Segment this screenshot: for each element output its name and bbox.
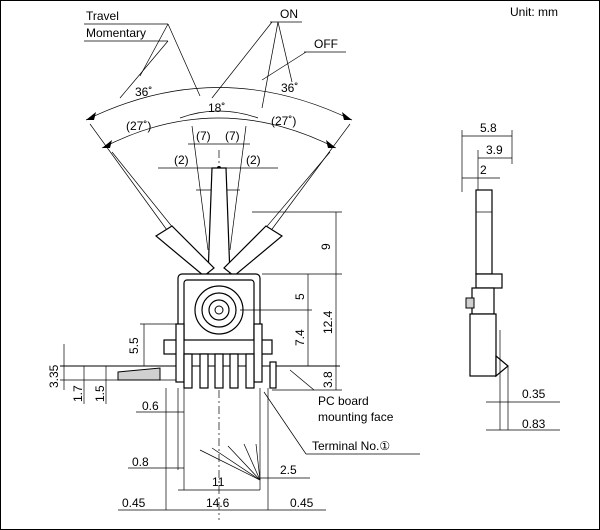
pc-board-stub	[117, 367, 161, 381]
dim-0-8: 0.8	[132, 455, 149, 469]
dim-11: 11	[212, 475, 225, 489]
angle-27-right: (27˚)	[271, 114, 296, 128]
housing-leg-right	[253, 323, 263, 383]
travel-label: Travel	[86, 9, 119, 23]
dim-7-4: 7.4	[293, 329, 307, 346]
on-leader-2	[261, 21, 279, 109]
rotor-hub	[214, 305, 224, 315]
dim-5-5: 5.5	[127, 337, 141, 354]
fan-leader	[227, 445, 261, 481]
arc-27-inner	[101, 117, 337, 149]
dim-3-8: 3.8	[321, 371, 335, 388]
momentary-label: Momentary	[86, 26, 146, 40]
arrowhead	[342, 112, 352, 120]
terminal	[245, 353, 255, 389]
travel-leader	[139, 23, 169, 77]
dim-0-45-left: 0.45	[122, 496, 146, 510]
ext-line-right-18	[229, 125, 247, 251]
terminal	[199, 353, 209, 389]
ext-line-left-36	[89, 123, 181, 249]
side-body-lower	[469, 313, 497, 377]
dim-9: 9	[319, 243, 333, 250]
terminal	[183, 353, 193, 389]
pc-board-label-2: mounting face	[318, 410, 394, 424]
dim-3-9: 3.9	[486, 143, 503, 157]
lever-left	[154, 225, 215, 277]
arc-18-center	[179, 110, 259, 119]
side-cap	[475, 273, 503, 289]
fan-leader	[211, 447, 261, 481]
fan-leader	[199, 449, 261, 481]
terminal-side	[269, 361, 277, 389]
dim-0-6: 0.6	[142, 399, 159, 413]
side-pin	[495, 354, 509, 378]
side-tab	[465, 297, 475, 309]
dim-7-right: (7)	[225, 129, 240, 143]
terminal	[229, 353, 239, 389]
dim-5: 5	[293, 293, 307, 300]
fan-leader	[243, 443, 261, 481]
pc-board-label-1: PC board	[318, 394, 369, 408]
terminal-label: Terminal No.①	[312, 439, 390, 453]
dim-5-8: 5.8	[480, 121, 497, 135]
dim-1-5: 1.5	[93, 385, 107, 402]
on-leader-1	[211, 21, 273, 99]
arrowhead	[86, 112, 96, 120]
ext-line-left-18	[191, 125, 209, 251]
angle-27-left: (27˚)	[126, 119, 151, 133]
terminal-leader	[263, 391, 307, 455]
pc-board-leader	[289, 369, 315, 391]
unit-label: Unit: mm	[510, 5, 558, 19]
dim-0-45-right: 0.45	[290, 496, 314, 510]
travel-leader-2	[167, 23, 201, 97]
dim-2-5: 2.5	[280, 463, 297, 477]
off-label: OFF	[314, 37, 338, 51]
dim-3-35: 3.35	[47, 364, 61, 388]
dim-1-7: 1.7	[71, 385, 85, 402]
fan-leader	[255, 443, 261, 481]
terminal	[214, 353, 224, 389]
lever-center	[207, 167, 231, 277]
dim-0-83: 0.83	[522, 417, 546, 431]
lever-right	[223, 225, 284, 277]
arc-36-outer	[85, 87, 353, 121]
on-leader-3	[277, 21, 293, 83]
on-label: ON	[280, 7, 298, 21]
dim-14-6: 14.6	[206, 496, 230, 510]
housing-leg-left	[175, 323, 185, 383]
dim-2-side: 2	[480, 163, 487, 177]
dim-7-left: (7)	[196, 129, 211, 143]
angle-36-left: 36˚	[135, 85, 152, 99]
dim-0-35: 0.35	[522, 387, 546, 401]
angle-18-center: 18˚	[208, 101, 225, 115]
off-leader	[261, 51, 307, 81]
side-lever	[475, 189, 493, 275]
side-body-upper	[471, 287, 495, 315]
ext-line-right-36	[257, 123, 351, 249]
dim-2-right: (2)	[246, 153, 261, 167]
momentary-leader	[119, 40, 169, 99]
arrowhead	[326, 140, 336, 148]
dim-2-left: (2)	[174, 153, 189, 167]
dim-12-4: 12.4	[321, 310, 335, 334]
angle-36-right: 36˚	[281, 81, 298, 95]
arrowhead	[102, 140, 112, 148]
